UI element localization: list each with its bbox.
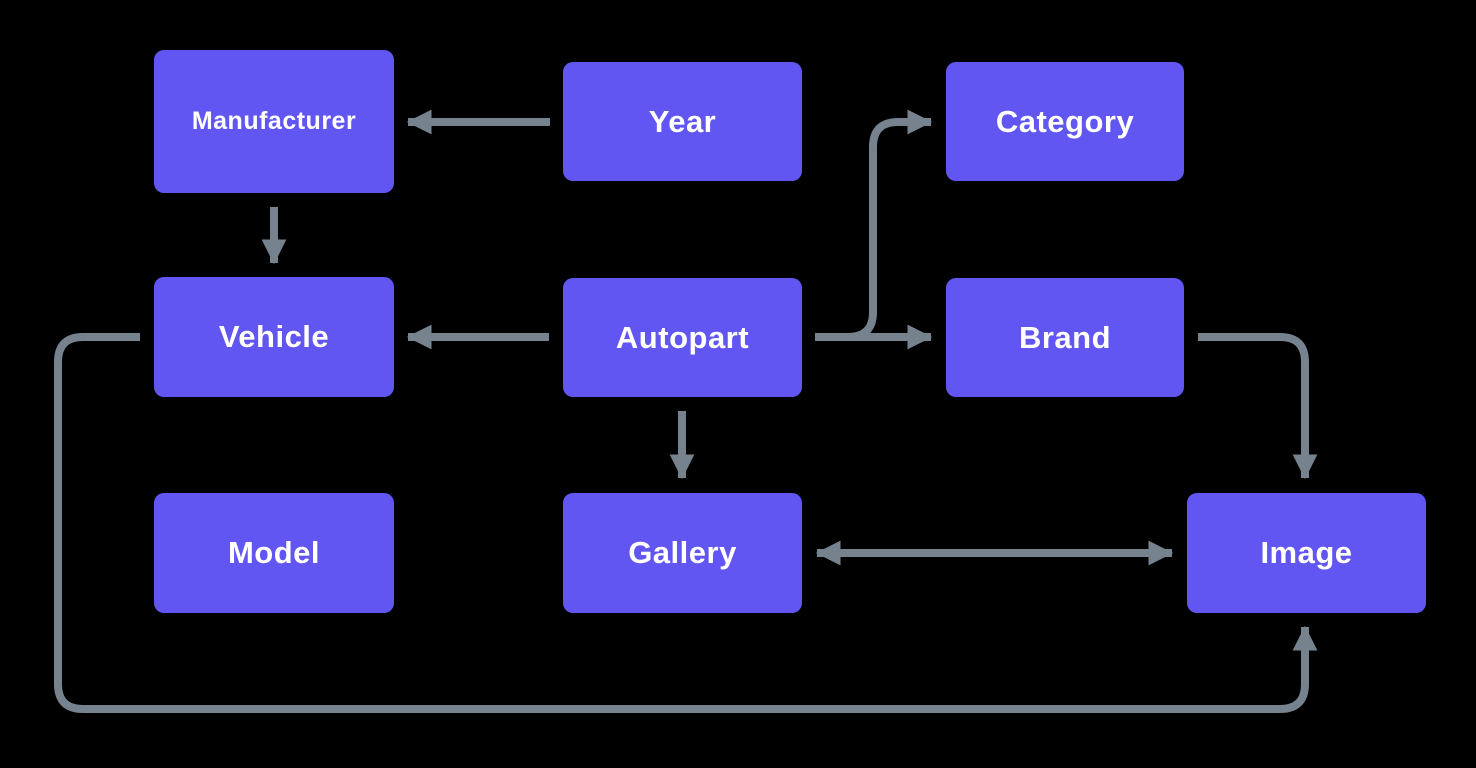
node-year: Year (563, 62, 802, 181)
edge-autopart-to-category (815, 109, 933, 341)
node-vehicle: Vehicle (154, 277, 394, 397)
node-category-label: Category (995, 103, 1135, 139)
node-manufacturer-label: Manufacturer (191, 107, 357, 135)
node-gallery: Gallery (563, 493, 802, 613)
node-brand: Brand (946, 278, 1184, 397)
node-image: Image (1187, 493, 1426, 613)
node-autopart-label: Autopart (615, 319, 750, 355)
node-manufacturer: Manufacturer (154, 50, 394, 193)
node-image-label: Image (1260, 535, 1353, 570)
node-brand-label: Brand (1018, 319, 1112, 355)
node-autopart: Autopart (563, 278, 802, 397)
edge-vehicle-to-image-loop (54, 333, 1318, 713)
node-year-label: Year (648, 103, 717, 139)
node-model-label: Model (227, 535, 321, 570)
node-category: Category (946, 62, 1184, 181)
node-vehicle-label: Vehicle (218, 319, 330, 354)
node-model: Model (154, 493, 394, 613)
edge-brand-to-image (1198, 333, 1318, 480)
node-gallery-label: Gallery (628, 535, 737, 570)
